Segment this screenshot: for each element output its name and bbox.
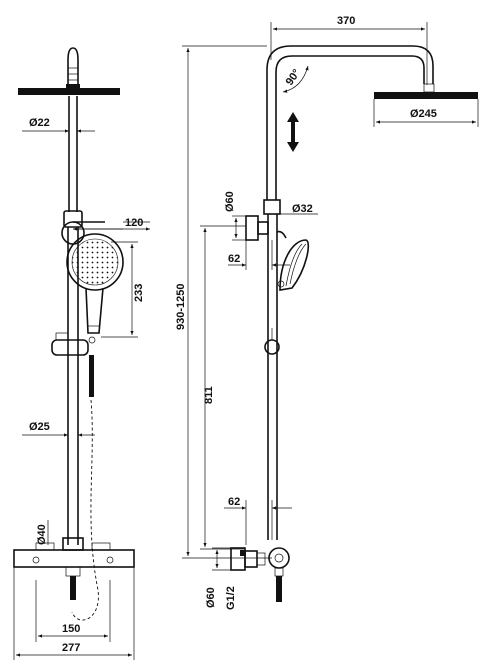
dim-thread-label: G1/2	[225, 586, 237, 610]
dim-inlet-centers-label: 150	[62, 623, 80, 635]
hand-shower-holder	[51, 339, 89, 356]
dim-inlet-label: Ø60	[205, 587, 217, 608]
slider-bracket	[63, 210, 83, 228]
dim-slider-label: Ø32	[292, 203, 313, 215]
dim-hand-length-label: 233	[133, 284, 145, 302]
dim-hand-offset-label: 120	[125, 217, 143, 229]
dim-bracket-offset: 62	[228, 240, 290, 270]
head-shower-side	[374, 83, 478, 99]
rail-top-cap	[67, 47, 79, 86]
head-shower-front	[18, 84, 120, 95]
hand-shower	[66, 221, 124, 334]
shower-arm-inner	[275, 55, 425, 200]
dim-body-label: Ø40	[36, 524, 48, 545]
dim-bracket-label: Ø60	[224, 191, 236, 212]
dim-lower-rail-label: Ø25	[29, 421, 50, 433]
dim-hand-offset: 120	[73, 217, 150, 231]
dim-inlet-offset: 62	[224, 496, 292, 545]
dim-arm-angle-label: 90°	[284, 67, 303, 88]
side-view: 370 90° Ø245 93	[175, 15, 479, 610]
dim-rail-height: 811	[200, 225, 246, 550]
wall-bracket-upper	[245, 215, 269, 241]
dim-body: Ø40	[36, 520, 49, 545]
dim-bracket-offset-label: 62	[228, 253, 240, 265]
dim-inlet-offset-label: 62	[228, 496, 240, 508]
dim-height-range: 930-1250	[175, 45, 272, 559]
dim-hand-length: 233	[101, 241, 145, 338]
slider-side	[263, 199, 281, 215]
dim-slider: Ø32	[280, 203, 318, 215]
hand-shower-side	[276, 230, 310, 291]
dim-head: Ø245	[373, 99, 479, 127]
mixer-body-side	[230, 547, 290, 602]
dim-rail-height-label: 811	[203, 386, 215, 404]
hose-dashed	[71, 399, 99, 621]
dim-arm-length-label: 370	[337, 15, 355, 27]
mixer-body-front	[13, 537, 135, 600]
dim-bracket: Ø60	[224, 191, 246, 241]
dim-upper-rail-label: Ø22	[29, 117, 50, 129]
double-arrow-vertical-icon	[287, 112, 299, 152]
dim-arm-angle: 90°	[282, 65, 309, 93]
dim-arm-length: 370	[270, 15, 428, 85]
hose-connector	[89, 355, 94, 397]
dim-height-range-label: 930-1250	[175, 284, 187, 331]
dim-width: 150 277	[13, 567, 135, 660]
dim-inlet: Ø60 G1/2	[205, 547, 237, 610]
dim-head-label: Ø245	[410, 108, 437, 120]
shower-arm-outer	[266, 45, 434, 200]
dim-upper-rail: Ø22	[22, 117, 95, 133]
dim-lower-rail: Ø25	[22, 421, 95, 437]
dim-total-width-label: 277	[62, 642, 80, 654]
front-view: Ø22 120 233	[13, 47, 150, 660]
